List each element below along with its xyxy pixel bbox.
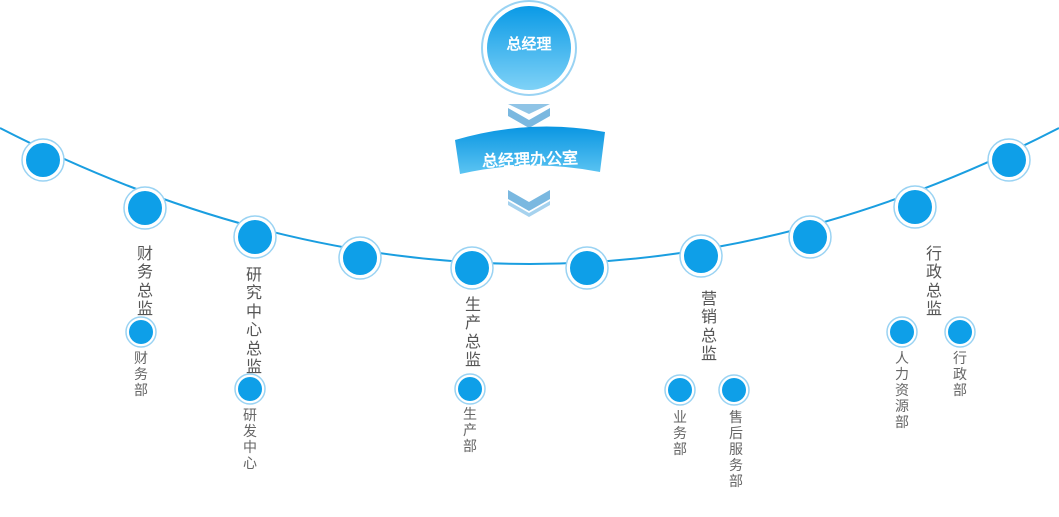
office-banner (455, 126, 605, 174)
admin-director-label: 行政总监 (925, 244, 942, 319)
finance-dept-node (125, 316, 157, 348)
after-sales-dept-label: 售后服务部 (729, 410, 743, 491)
after-sales-dept-node (718, 374, 750, 406)
production-director-node (450, 246, 494, 290)
production-director-label: 生产总监 (464, 295, 481, 370)
rd-director-label: 研究中心总监 (245, 265, 262, 376)
curve-node (788, 215, 832, 259)
marketing-director-label: 营销总监 (700, 289, 717, 364)
admin-dept-label: 行政部 (953, 351, 967, 400)
hr-dept-label: 人力资源部 (895, 351, 909, 432)
hr-dept-node (886, 316, 918, 348)
production-dept-label: 生产部 (463, 407, 477, 456)
general-manager-label: 总经理 (506, 35, 552, 53)
admin-director-node (893, 185, 937, 229)
curve-node (338, 236, 382, 280)
curve-node (987, 138, 1031, 182)
curve-node (21, 138, 65, 182)
rd-director-node (233, 215, 277, 259)
production-dept-node (454, 373, 486, 405)
finance-director-node (123, 186, 167, 230)
business-dept-label: 业务部 (673, 410, 687, 459)
rd-center-node (234, 373, 266, 405)
finance-dept-label: 财务部 (134, 351, 148, 400)
admin-dept-node (944, 316, 976, 348)
business-dept-node (664, 374, 696, 406)
down-arrow-icon (508, 104, 550, 128)
down-arrow-icon (508, 190, 550, 217)
curve-node (565, 246, 609, 290)
rd-center-label: 研发中心 (243, 408, 257, 473)
marketing-director-node (679, 234, 723, 278)
finance-director-label: 财务总监 (136, 244, 153, 319)
general-manager-node (481, 0, 577, 96)
